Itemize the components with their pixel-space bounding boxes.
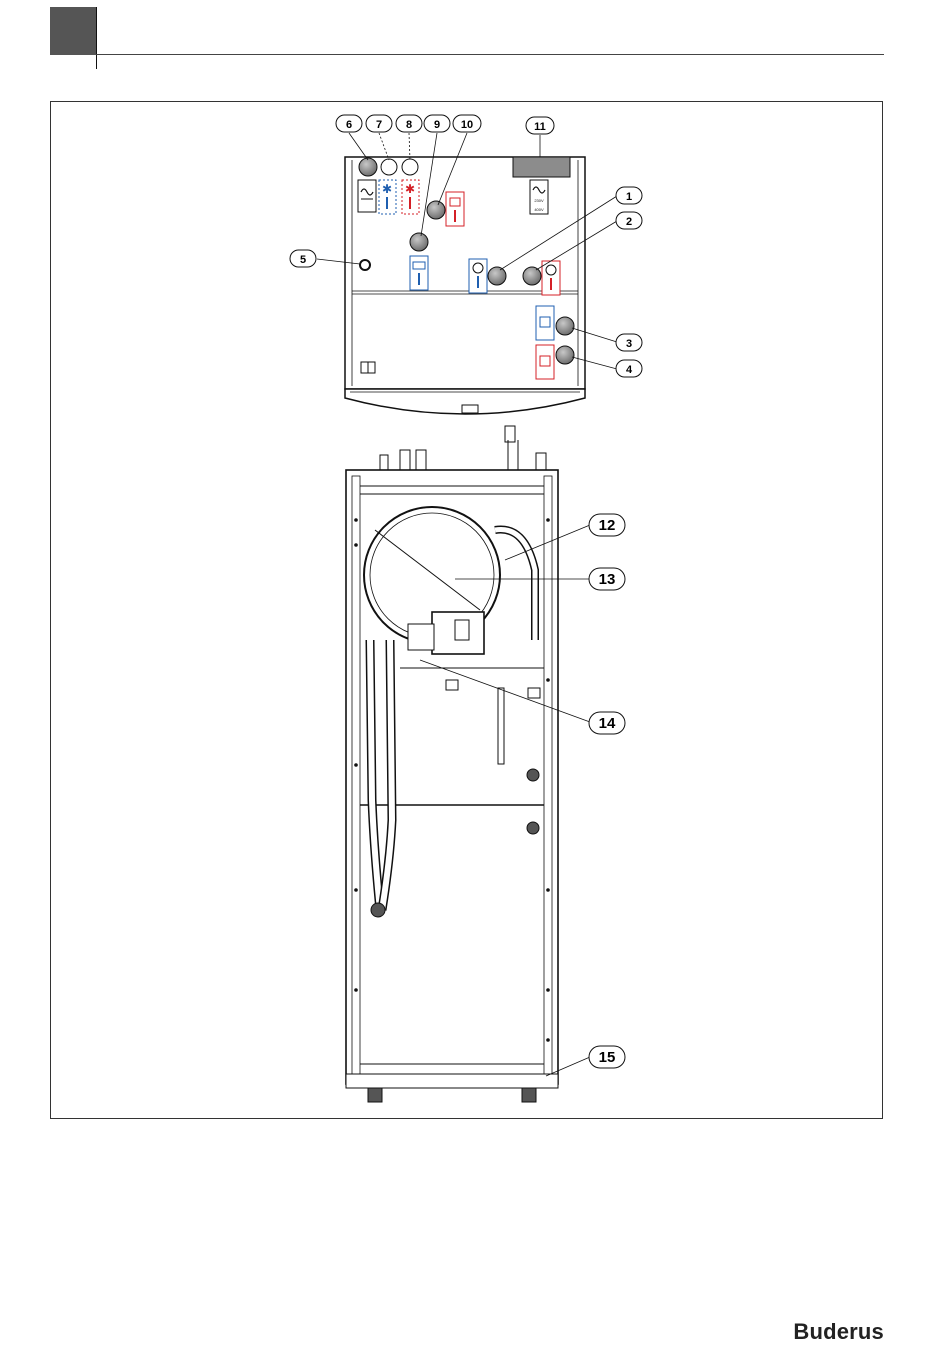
- svg-text:3: 3: [626, 338, 632, 350]
- callout-13: 13: [589, 568, 625, 590]
- callout-8: 8: [396, 115, 422, 132]
- callout-9: 9: [424, 115, 450, 132]
- svg-text:✱: ✱: [382, 182, 392, 196]
- voltage-top-text: 230V: [534, 198, 544, 203]
- callout-5: 5: [290, 250, 316, 267]
- svg-text:15: 15: [599, 1049, 616, 1066]
- svg-text:13: 13: [599, 571, 616, 588]
- svg-text:✱: ✱: [405, 182, 415, 196]
- callout-11: 11: [526, 117, 554, 134]
- callout-2: 2: [616, 212, 642, 229]
- svg-text:2: 2: [626, 216, 632, 228]
- buderus-logo: Buderus: [772, 1318, 884, 1346]
- callout-12: 12: [589, 514, 625, 536]
- svg-text:4: 4: [626, 364, 633, 376]
- svg-text:1: 1: [626, 191, 632, 203]
- callout-10: 10: [453, 115, 481, 132]
- callout-4: 4: [616, 360, 642, 377]
- heat-pump-cabinet: [346, 440, 558, 1102]
- svg-text:11: 11: [534, 121, 546, 133]
- callout-3: 3: [616, 334, 642, 351]
- voltage-bottom-text: 400V: [534, 207, 544, 212]
- callout-6: 6: [336, 115, 362, 132]
- svg-text:8: 8: [406, 119, 412, 131]
- svg-text:9: 9: [434, 119, 440, 131]
- callout-7: 7: [366, 115, 392, 132]
- svg-text:7: 7: [376, 119, 382, 131]
- callout-14: 14: [589, 712, 625, 734]
- svg-text:5: 5: [300, 254, 306, 266]
- svg-text:14: 14: [599, 715, 616, 732]
- svg-text:12: 12: [599, 517, 616, 534]
- callout-1: 1: [616, 187, 642, 204]
- connection-panel: ✱ ✱ 230V 400V: [345, 157, 585, 442]
- callout-15: 15: [589, 1046, 625, 1068]
- svg-text:6: 6: [346, 119, 352, 131]
- svg-text:10: 10: [461, 119, 473, 131]
